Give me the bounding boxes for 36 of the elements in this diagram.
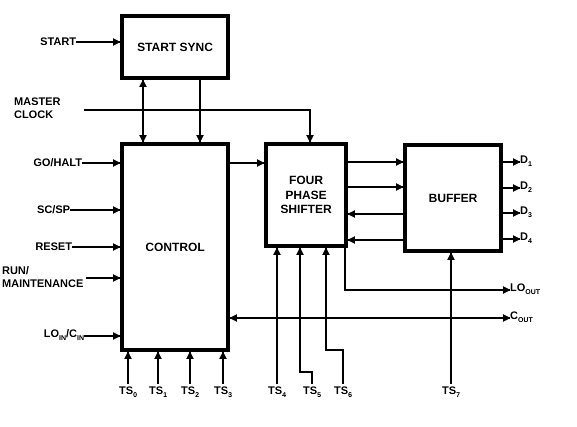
signal-line bbox=[347, 236, 403, 244]
signal-line bbox=[503, 209, 521, 217]
signal-line bbox=[154, 351, 162, 384]
signal-line bbox=[344, 248, 511, 294]
function-block bbox=[264, 142, 348, 248]
function-block bbox=[120, 142, 230, 352]
block-label: CONTROL bbox=[145, 240, 205, 254]
signal-line bbox=[84, 109, 314, 143]
signal-line bbox=[72, 243, 121, 251]
block-label: FOUR PHASE SHIFTER bbox=[279, 173, 333, 217]
signal-line bbox=[124, 351, 132, 384]
signal-line bbox=[219, 351, 227, 384]
function-block bbox=[120, 14, 230, 80]
signal-line bbox=[296, 247, 313, 384]
signal-line bbox=[503, 158, 521, 166]
function-block bbox=[403, 143, 503, 253]
signal-line bbox=[230, 159, 265, 167]
signal-line bbox=[229, 314, 511, 322]
signal-line bbox=[186, 351, 194, 384]
block-label: BUFFER bbox=[428, 190, 478, 206]
signal-line bbox=[348, 158, 404, 166]
signal-line bbox=[82, 159, 121, 167]
signal-line bbox=[273, 247, 281, 384]
signal-line bbox=[503, 235, 521, 243]
signal-line bbox=[84, 332, 121, 340]
signal-line bbox=[196, 80, 204, 143]
signal-line bbox=[322, 247, 344, 384]
signal-line bbox=[70, 206, 121, 214]
signal-line bbox=[139, 79, 147, 143]
signal-line bbox=[348, 183, 404, 191]
signal-line bbox=[503, 184, 521, 192]
block-label: START SYNC bbox=[137, 40, 213, 54]
signal-line bbox=[347, 210, 403, 218]
signal-line bbox=[76, 38, 121, 46]
signal-line bbox=[447, 252, 455, 384]
signal-line bbox=[86, 274, 121, 282]
